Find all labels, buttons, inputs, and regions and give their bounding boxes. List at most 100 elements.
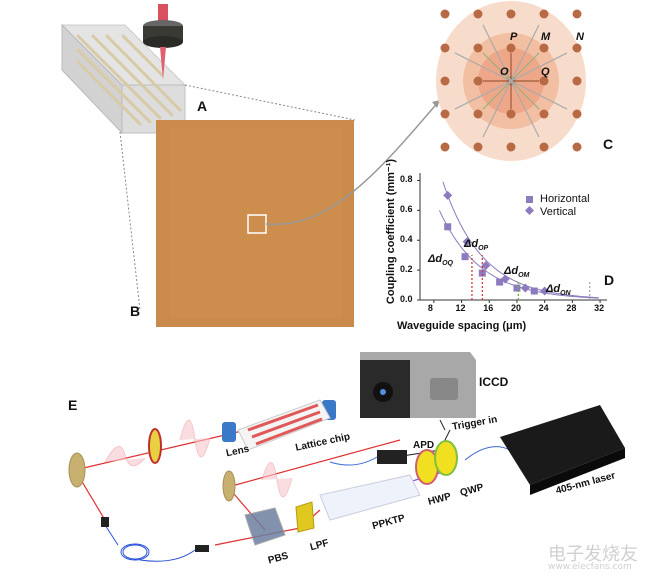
watermark-url: www.elecfans.com: [548, 562, 632, 572]
lattice-site: [473, 142, 483, 152]
mirror-1: [68, 452, 86, 488]
coupling-arrow: [510, 80, 540, 110]
coupling-arrow: [482, 24, 512, 82]
data-point-horizontal: [513, 284, 521, 292]
site-label-m: M: [541, 31, 551, 43]
y-tick-label: 0.8: [400, 174, 413, 185]
lattice-site: [572, 109, 582, 119]
coupling-arrow: [454, 80, 512, 110]
coupling-arrow: [510, 24, 540, 82]
qwp: [434, 440, 458, 476]
y-tick-label: 0.0: [400, 294, 413, 304]
annotation-label: ΔdOP: [464, 238, 489, 253]
x-tick-label: 28: [566, 303, 577, 313]
lattice-site: [506, 43, 516, 53]
coupling-chart: [417, 173, 607, 303]
lattice-site: [440, 43, 450, 53]
x-tick-label: 24: [538, 303, 549, 313]
annotation-label: ΔdON: [546, 283, 571, 298]
legend-horizontal: Horizontal: [540, 193, 590, 205]
fit-curve-vertical: [442, 181, 599, 299]
y-tick-label: 0.2: [400, 264, 413, 275]
pbs-cube: [244, 507, 286, 546]
waveplate: [148, 428, 162, 464]
data-point-horizontal: [530, 287, 538, 295]
site-label-n: N: [576, 31, 584, 43]
lpf: [295, 501, 315, 533]
data-point-vertical: [540, 286, 550, 296]
lattice-site: [440, 76, 450, 86]
data-point-vertical: [520, 283, 530, 293]
x-tick-label: 32: [594, 303, 605, 313]
lattice-site: [539, 109, 549, 119]
mirror-2: [222, 470, 236, 502]
lattice-site: [473, 76, 483, 86]
laser-box: [500, 405, 625, 485]
coupling-arrow: [482, 80, 512, 110]
data-point-vertical: [462, 237, 472, 247]
chart-ylabel: Coupling coefficient (mm⁻¹): [385, 158, 398, 305]
optical-setup: [68, 352, 625, 562]
data-point-horizontal: [444, 223, 452, 231]
lattice-site: [572, 76, 582, 86]
coupling-arrow: [510, 80, 568, 110]
coupling-arrow: [482, 80, 512, 138]
lattice-site: [572, 142, 582, 152]
x-tick-label: 8: [427, 303, 433, 313]
coupling-arrow: [510, 52, 540, 82]
x-tick-label: 16: [483, 303, 494, 313]
lattice-site: [539, 142, 549, 152]
x-tick-label: 12: [455, 303, 466, 313]
lattice-site: [539, 9, 549, 19]
watermark-cn: 电子发烧友: [548, 544, 638, 565]
chip-micrograph: [156, 99, 441, 327]
lattice-site: [572, 43, 582, 53]
coupling-arrow: [482, 52, 512, 82]
annotation-label: ΔdOM: [504, 265, 530, 280]
lattice-site: [539, 43, 549, 53]
lattice-site: [473, 43, 483, 53]
lens-1: [222, 422, 236, 442]
laser-writing-head: [143, 4, 183, 80]
data-point-horizontal: [496, 278, 504, 286]
site-label-o: O: [500, 66, 509, 78]
site-label-p: P: [510, 31, 518, 43]
lattice-site: [440, 9, 450, 19]
zoom-lines: [119, 84, 356, 311]
lattice-site: [473, 9, 483, 19]
data-point-horizontal: [478, 269, 486, 277]
lattice-site: [572, 9, 582, 19]
lattice-diagram: [436, 1, 586, 161]
lattice-site: [506, 142, 516, 152]
lattice-site: [539, 76, 549, 86]
chart-xlabel: Waveguide spacing (μm): [397, 320, 527, 332]
annotation-label: ΔdOQ: [428, 253, 453, 268]
data-point-vertical: [481, 261, 491, 271]
y-tick-label: 0.4: [400, 234, 413, 245]
ppktp-crystal: [319, 474, 421, 521]
lattice-site: [506, 9, 516, 19]
panel-label-c: C: [603, 136, 614, 152]
panel-label-b: B: [130, 303, 141, 319]
coupling-arrow: [454, 52, 512, 82]
site-label-q: Q: [541, 66, 550, 78]
fiber-coupler-2: [195, 545, 209, 552]
legend-vertical: Vertical: [540, 206, 577, 218]
label-iccd: ICCD: [479, 375, 509, 389]
coupling-arrow: [510, 52, 568, 82]
panel-label-a: A: [197, 98, 208, 114]
apd: [377, 450, 407, 464]
data-point-vertical: [500, 274, 510, 284]
lattice-site: [440, 109, 450, 119]
x-tick-label: 20: [510, 303, 521, 313]
data-point-vertical: [443, 190, 453, 200]
legend-marker-horizontal: [526, 196, 533, 203]
y-tick-label: 0.6: [400, 204, 413, 215]
panel-label-e: E: [68, 397, 78, 413]
panel-label-d: D: [604, 272, 615, 288]
lattice-site: [473, 109, 483, 119]
iccd-camera: [360, 352, 476, 418]
label-apd: APD: [413, 440, 435, 451]
lattice-site: [506, 109, 516, 119]
